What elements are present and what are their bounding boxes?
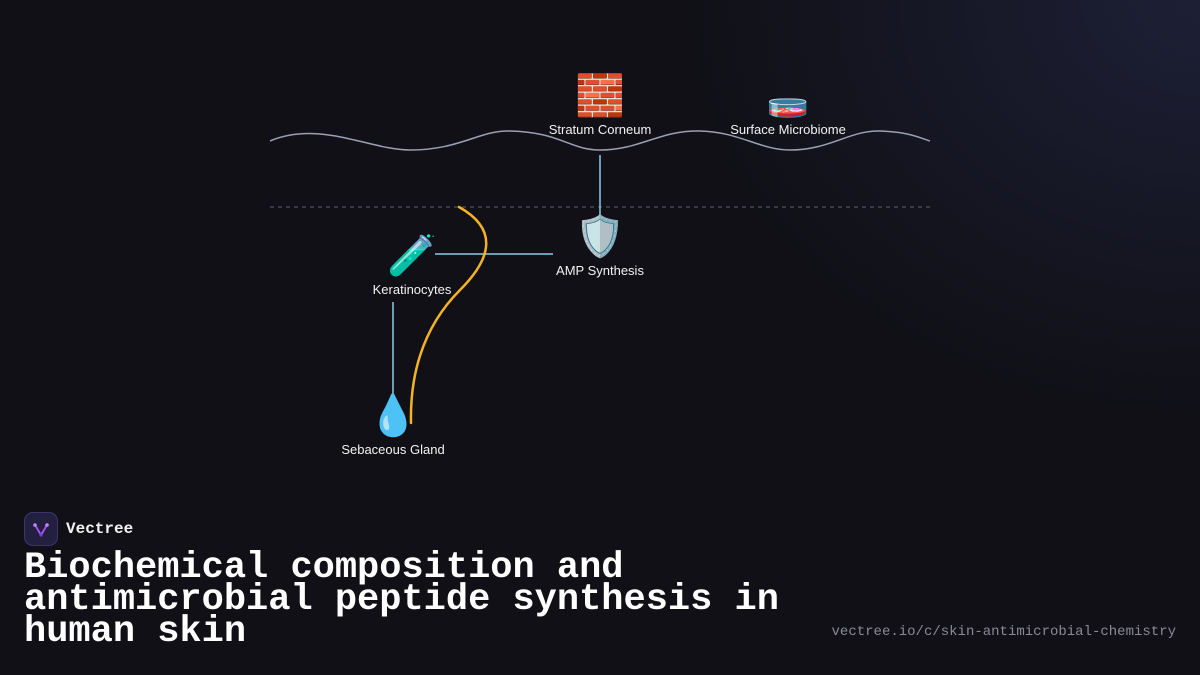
node-amp-synthesis[interactable]: 🛡️ AMP Synthesis — [556, 213, 644, 278]
node-label: Surface Microbiome — [730, 122, 846, 137]
node-stratum-corneum[interactable]: 🧱 Stratum Corneum — [549, 72, 652, 137]
petri-dish-icon: 🧫 — [766, 81, 810, 119]
skin-surface-wave — [269, 130, 931, 151]
node-label: Sebaceous Gland — [341, 442, 445, 457]
page-url[interactable]: vectree.io/c/skin-antimicrobial-chemistr… — [831, 624, 1176, 640]
highlight-curve — [409, 205, 488, 425]
shield-icon: 🛡️ — [575, 215, 625, 259]
node-keratinocytes[interactable]: 🧪 Keratinocytes — [373, 232, 452, 297]
droplet-icon: 💧 — [368, 394, 418, 438]
node-sebaceous-gland[interactable]: 💧 Sebaceous Gland — [341, 392, 444, 457]
brand[interactable]: Vectree — [24, 512, 133, 546]
node-surface-microbiome[interactable]: 🧫 Surface Microbiome — [730, 80, 846, 137]
test-tube-icon: 🧪 — [387, 234, 437, 278]
page-title: Biochemical composition and antimicrobia… — [24, 547, 779, 653]
node-label: Stratum Corneum — [548, 122, 652, 137]
node-label: Keratinocytes — [372, 282, 452, 297]
node-label: AMP Synthesis — [556, 263, 644, 278]
vectree-logo-icon — [24, 512, 58, 546]
brick-icon: 🧱 — [575, 74, 625, 118]
brand-name: Vectree — [66, 520, 134, 538]
